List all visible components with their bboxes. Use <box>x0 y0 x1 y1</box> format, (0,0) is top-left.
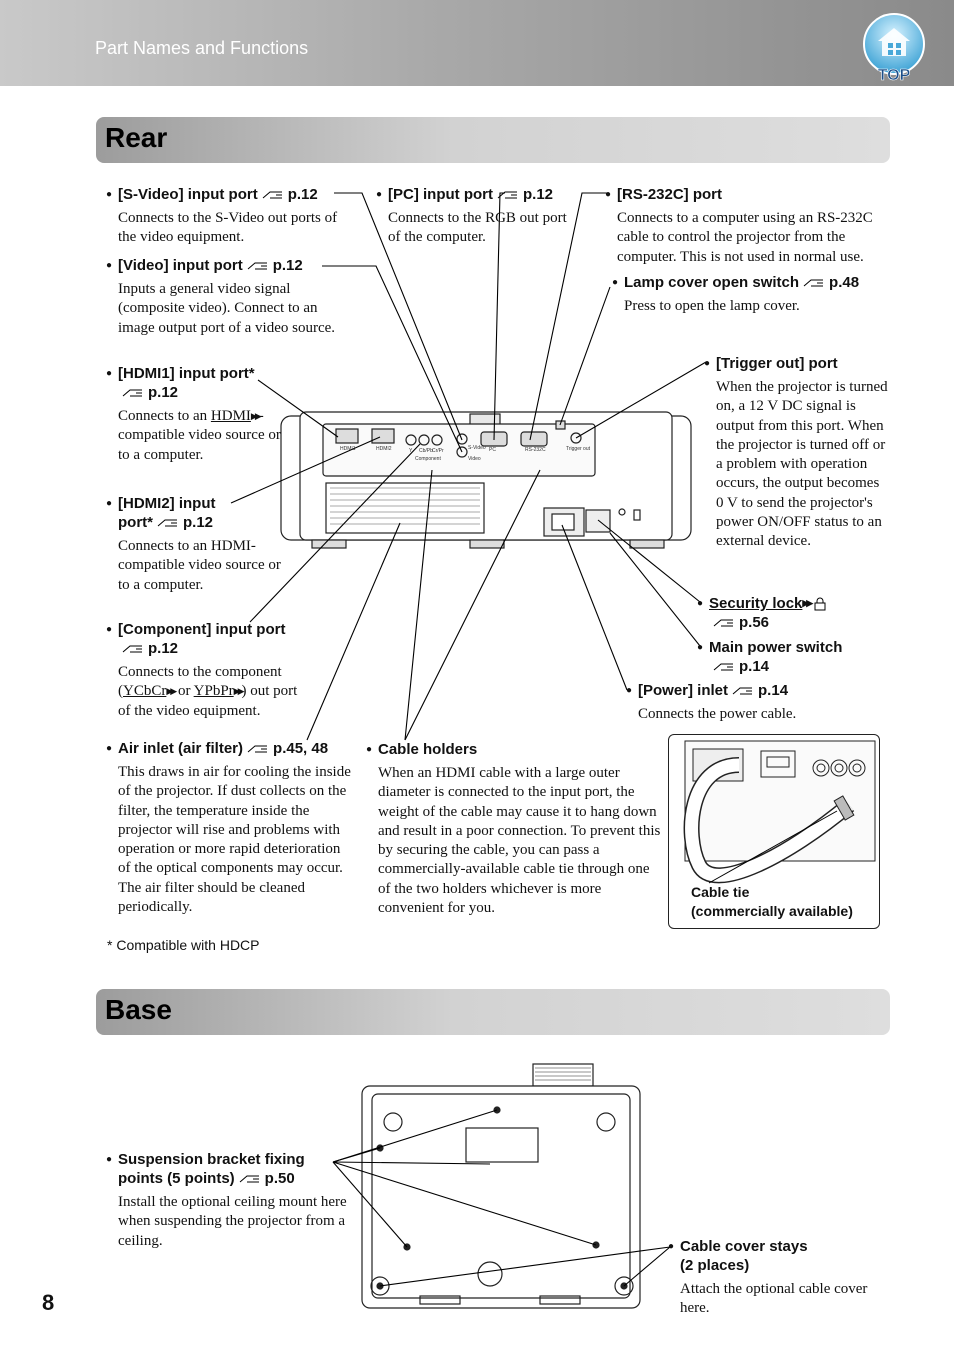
svg-text:HDMI1: HDMI1 <box>340 446 356 452</box>
footnote-hdcp: * Compatible with HDCP <box>107 937 260 953</box>
cable-tie-drawing <box>683 740 876 884</box>
cable-tie-figure: Cable tie(commercially available) <box>668 734 880 929</box>
svg-text:RS-232C: RS-232C <box>525 447 546 453</box>
section-base-band: Base <box>96 989 890 1035</box>
glossary-link-hdmi[interactable]: HDMI <box>210 408 251 424</box>
glossary-link-ycbcr[interactable]: YCbCr <box>123 683 167 700</box>
rear-projector-drawing <box>280 411 692 549</box>
item-security-lock: Security lock▶▶ p.56 <box>697 594 877 632</box>
glossary-link-security[interactable]: Security lock <box>709 595 803 612</box>
svg-text:Trigger out: Trigger out <box>566 446 591 452</box>
item-cable-cover-stays: Cable cover stays(2 places) Attach the o… <box>668 1237 890 1319</box>
section-rear-band: Rear <box>96 117 890 163</box>
pointing-hand-icon <box>713 663 733 671</box>
lock-icon <box>814 597 826 611</box>
svg-text:S-Video: S-Video <box>468 445 486 451</box>
pointing-hand-icon <box>247 262 267 270</box>
item-hdmi1: [HDMI1] input port*p.12 Connects to an H… <box>106 364 286 465</box>
svg-text:HDMI2: HDMI2 <box>376 446 392 452</box>
cable-tie-label: Cable tie(commercially available) <box>691 884 853 919</box>
header-title: Part Names and Functions <box>95 38 309 58</box>
top-label: TOP <box>878 67 911 84</box>
pointing-hand-icon <box>247 745 268 753</box>
glossary-link-ypbpr[interactable]: YPbPr <box>193 683 234 700</box>
svg-text:Cb/Pb: Cb/Pb <box>419 448 433 454</box>
svg-text:Component: Component <box>415 456 441 462</box>
pointing-hand-icon <box>732 687 753 695</box>
pointing-hand-icon <box>262 191 282 199</box>
section-title-base: Base <box>105 994 172 1025</box>
item-cable-holders: Cable holders When an HDMI cable with a … <box>366 740 662 918</box>
base-leader-lines <box>332 1109 671 1287</box>
section-title-rear: Rear <box>105 122 168 153</box>
pointing-hand-icon <box>803 279 824 287</box>
svg-text:Video: Video <box>468 456 481 462</box>
page-header: Part Names and Functions TOP <box>0 0 954 86</box>
svg-text:Cr/Pr: Cr/Pr <box>432 448 444 454</box>
base-projector-drawing <box>361 1063 641 1309</box>
svg-text:Y: Y <box>409 448 413 454</box>
pointing-hand-icon <box>497 191 517 199</box>
pointing-hand-icon <box>713 619 733 627</box>
pointing-hand-icon <box>122 645 142 653</box>
top-home-icon[interactable]: TOP <box>858 12 930 84</box>
pointing-hand-icon <box>239 1175 259 1183</box>
pointing-hand-icon <box>157 519 177 527</box>
item-rs232c: [RS-232C] port Connects to a computer us… <box>605 185 890 267</box>
item-air-inlet: Air inlet (air filter)p.45, 48 This draw… <box>106 739 354 917</box>
svg-text:PC: PC <box>489 447 496 453</box>
page-number: 8 <box>42 1290 55 1315</box>
pointing-hand-icon <box>122 389 142 397</box>
item-trigger-out: [Trigger out] port When the projector is… <box>704 354 888 552</box>
